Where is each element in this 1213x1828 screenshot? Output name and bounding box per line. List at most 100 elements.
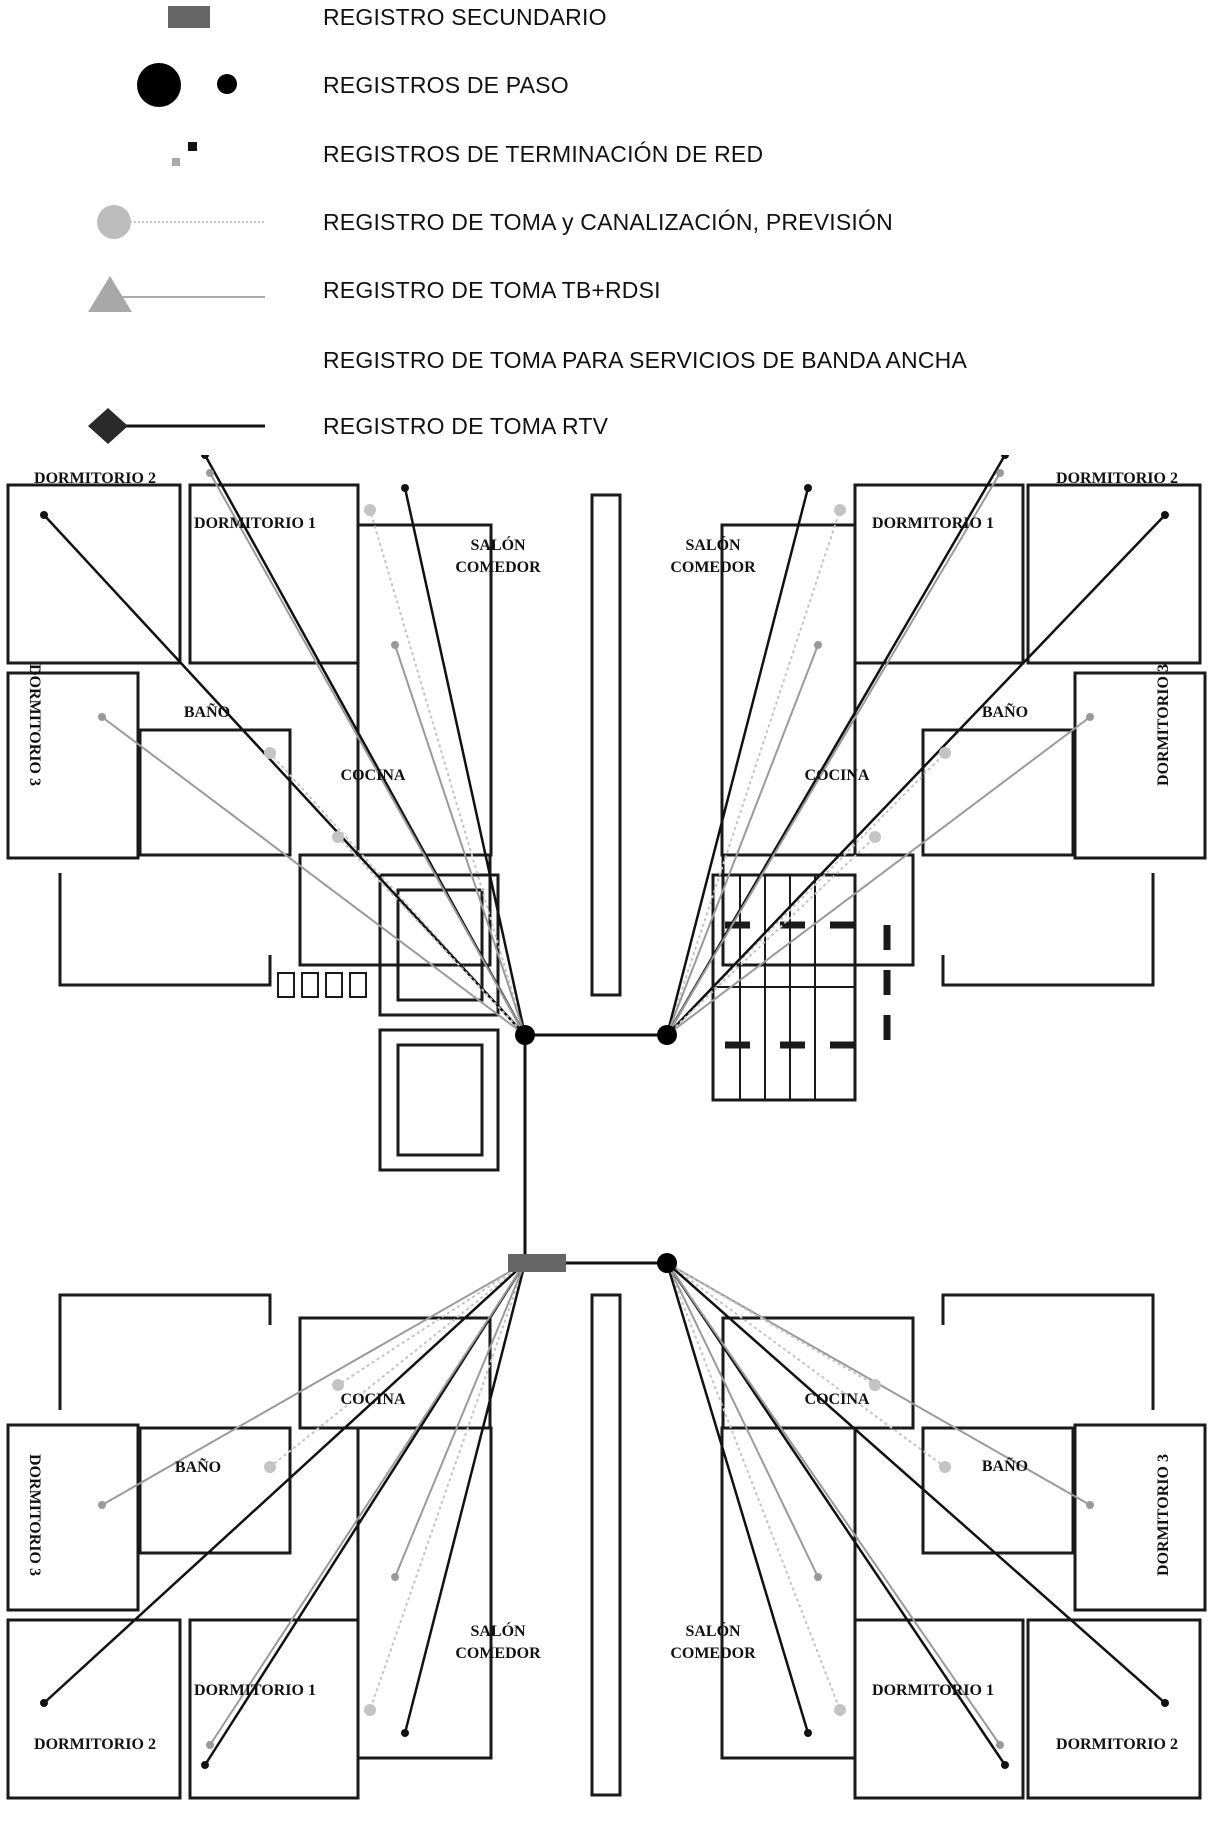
cable-routes xyxy=(43,455,1166,1766)
cable-line xyxy=(43,514,526,1036)
legend: REGISTRO SECUNDARIO REGISTROS DE PASO RE… xyxy=(0,0,1213,455)
cable-line xyxy=(101,1262,526,1506)
registro-toma-rtv-icon xyxy=(401,1729,409,1737)
registro-toma-prevision-icon xyxy=(332,1379,344,1391)
registro-toma-rtv-icon xyxy=(1001,455,1009,459)
registro-toma-prevision-icon xyxy=(364,504,376,516)
legend-label: REGISTRO SECUNDARIO xyxy=(323,4,607,30)
cable-line xyxy=(666,716,1091,1036)
room-label-dormitorio-2: DORMITORIO 2 xyxy=(34,1736,156,1753)
registro-paso-icon xyxy=(657,1025,677,1045)
legend-row-tb-rdsi: REGISTRO DE TOMA TB+RDSI xyxy=(0,264,1213,324)
small-squares-icon xyxy=(172,142,197,166)
registro-toma-prevision-icon xyxy=(834,1704,846,1716)
cable-line xyxy=(43,1262,526,1704)
cable-line xyxy=(666,472,1001,1036)
room-label-comedor: COMEDOR xyxy=(670,1645,756,1662)
gray-circle-line-icon xyxy=(97,205,265,239)
registro-toma-tb-rdsi-icon xyxy=(1086,1501,1094,1509)
room-label-dormitorio-3: DORMITORIO 3 xyxy=(1155,1454,1172,1576)
registro-toma-rtv-icon xyxy=(401,484,409,492)
cable-line xyxy=(665,487,810,1036)
room-label-salon: SALÓN xyxy=(685,1621,741,1640)
registro-toma-prevision-icon xyxy=(869,831,881,843)
registro-toma-rtv-icon xyxy=(1161,511,1169,519)
room-label-dormitorio-1: DORMITORIO 1 xyxy=(872,1682,994,1699)
cable-line xyxy=(666,514,1166,1036)
registro-toma-rtv-icon xyxy=(201,455,209,459)
registro-toma-prevision-icon xyxy=(834,504,846,516)
room-label-bano: BAÑO xyxy=(184,702,230,721)
legend-row-prevision: REGISTRO DE TOMA y CANALIZACIÓN, PREVISI… xyxy=(0,196,1213,256)
room-label-comedor: COMEDOR xyxy=(455,559,541,576)
cable-line xyxy=(369,509,526,1036)
registro-toma-prevision-icon xyxy=(869,1379,881,1391)
legend-label: REGISTRO DE TOMA PARA SERVICIOS DE BANDA… xyxy=(323,347,968,373)
legend-row-banda-ancha: REGISTRO DE TOMA PARA SERVICIOS DE BANDA… xyxy=(0,333,1213,393)
cable-line xyxy=(666,1262,841,1711)
room-label-cocina: COCINA xyxy=(805,767,870,784)
cable-line xyxy=(666,644,819,1036)
registro-toma-rtv-icon xyxy=(804,1729,812,1737)
cable-line xyxy=(394,1262,526,1578)
room-label-dormitorio-1: DORMITORIO 1 xyxy=(872,515,994,532)
room-label-dormitorio-3: DORMITORIO 3 xyxy=(26,664,43,786)
legend-row-paso: REGISTROS DE PASO xyxy=(0,60,1213,120)
cable-line xyxy=(666,1262,946,1468)
cable-line xyxy=(403,1262,527,1734)
cable-line xyxy=(203,1262,527,1766)
cable-line xyxy=(666,1262,819,1578)
room-label-comedor: COMEDOR xyxy=(670,559,756,576)
walls xyxy=(6,483,1207,1800)
registro-paso-icon xyxy=(515,1025,535,1045)
legend-label: REGISTRO DE TOMA y CANALIZACIÓN, PREVISI… xyxy=(323,209,893,235)
cable-line xyxy=(665,1262,810,1734)
room-label-dormitorio-3: DORMITORIO 3 xyxy=(26,1454,43,1576)
cable-line xyxy=(209,1262,526,1746)
room-label-dormitorio-3: DORMITORIO 3 xyxy=(1155,664,1172,786)
room-label-bano: BAÑO xyxy=(982,702,1028,721)
room-label-dormitorio-1: DORMITORIO 1 xyxy=(194,1682,316,1699)
black-diamond-line-icon xyxy=(88,408,265,444)
shafts xyxy=(277,972,367,998)
room-label-salon: SALÓN xyxy=(685,535,741,554)
registro-toma-tb-rdsi-icon xyxy=(206,469,214,477)
registro-toma-tb-rdsi-icon xyxy=(391,641,399,649)
registros xyxy=(40,455,1169,1769)
room-label-salon: SALÓN xyxy=(470,535,526,554)
floor-plan-drawing: DORMITORIO 2 DORMITORIO 1 SALÓN COMEDOR … xyxy=(6,455,1207,1800)
registro-toma-rtv-icon xyxy=(1001,1761,1009,1769)
cable-line xyxy=(394,644,526,1036)
registro-toma-prevision-icon xyxy=(264,1461,276,1473)
room-label-dormitorio-2: DORMITORIO 2 xyxy=(34,470,156,487)
registro-toma-tb-rdsi-icon xyxy=(98,713,106,721)
registro-paso-icon xyxy=(657,1253,677,1273)
cable-line xyxy=(337,1262,526,1386)
legend-label: REGISTRO DE TOMA RTV xyxy=(323,413,609,439)
registro-toma-tb-rdsi-icon xyxy=(206,1741,214,1749)
registro-toma-tb-rdsi-icon xyxy=(391,1573,399,1581)
legend-row-secundario: REGISTRO SECUNDARIO xyxy=(0,0,1213,60)
registro-toma-tb-rdsi-icon xyxy=(1086,713,1094,721)
room-labels: DORMITORIO 2 DORMITORIO 1 SALÓN COMEDOR … xyxy=(26,470,1178,1753)
room-label-bano: BAÑO xyxy=(982,1456,1028,1475)
cable-line xyxy=(666,836,876,1036)
cable-line xyxy=(666,1262,1166,1704)
room-label-salon: SALÓN xyxy=(470,1621,526,1640)
registro-toma-prevision-icon xyxy=(364,1704,376,1716)
registro-toma-tb-rdsi-icon xyxy=(814,1573,822,1581)
cable-line xyxy=(665,1262,1007,1766)
registro-toma-tb-rdsi-icon xyxy=(814,641,822,649)
room-label-cocina: COCINA xyxy=(805,1391,870,1408)
registro-toma-tb-rdsi-icon xyxy=(996,1741,1004,1749)
room-label-dormitorio-2: DORMITORIO 2 xyxy=(1056,1736,1178,1753)
gray-rectangle-icon xyxy=(168,6,210,28)
legend-label: REGISTRO DE TOMA TB+RDSI xyxy=(323,277,661,303)
registro-secundario-icon xyxy=(508,1254,566,1272)
cable-line xyxy=(101,716,526,1036)
registro-toma-prevision-icon xyxy=(939,747,951,759)
registro-toma-rtv-icon xyxy=(40,1699,48,1707)
black-circles-icon xyxy=(137,63,237,107)
registro-toma-rtv-icon xyxy=(804,484,812,492)
legend-row-rtv: REGISTRO DE TOMA RTV xyxy=(0,400,1213,460)
